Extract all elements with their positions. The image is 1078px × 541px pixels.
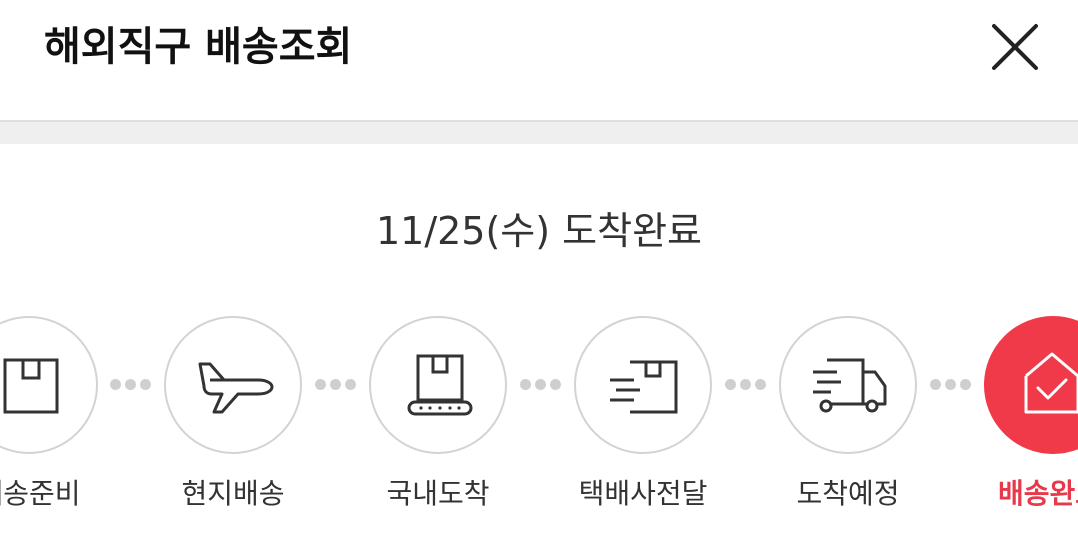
moving-box-icon	[610, 360, 678, 414]
step-connector	[520, 379, 562, 391]
step-circle-courier-handover	[574, 316, 712, 454]
step-label-domestic-arrival: 국내도착	[386, 477, 490, 510]
step-circle-delivered	[984, 316, 1078, 454]
step-label-expected-arrival: 도착예정	[796, 477, 900, 510]
page-title: 해외직구 배송조회	[44, 24, 353, 70]
close-icon	[992, 24, 1038, 70]
step-connector	[930, 379, 972, 391]
step-circle-local-shipping	[164, 316, 302, 454]
truck-icon	[813, 358, 887, 413]
box-icon	[3, 358, 59, 414]
step-label-delivered: 배송완료	[998, 477, 1078, 510]
step-connector	[110, 379, 152, 391]
step-label-courier-handover: 택배사전달	[578, 477, 708, 510]
step-label-preparing: 배송준비	[0, 477, 81, 510]
house-check-icon	[1024, 352, 1078, 414]
delivery-status-text: 11/25(수) 도착완료	[375, 209, 703, 253]
step-connector	[315, 379, 357, 391]
section-divider	[0, 122, 1078, 144]
step-circle-expected-arrival	[779, 316, 917, 454]
step-circle-preparing	[0, 316, 98, 454]
airplane-icon	[198, 362, 274, 414]
step-label-local-shipping: 현지배송	[181, 477, 285, 510]
conveyor-box-icon	[407, 354, 473, 416]
step-connector	[725, 379, 767, 391]
close-button[interactable]	[986, 18, 1046, 78]
step-circle-domestic-arrival	[369, 316, 507, 454]
header-bar: 해외직구 배송조회	[0, 0, 1078, 122]
